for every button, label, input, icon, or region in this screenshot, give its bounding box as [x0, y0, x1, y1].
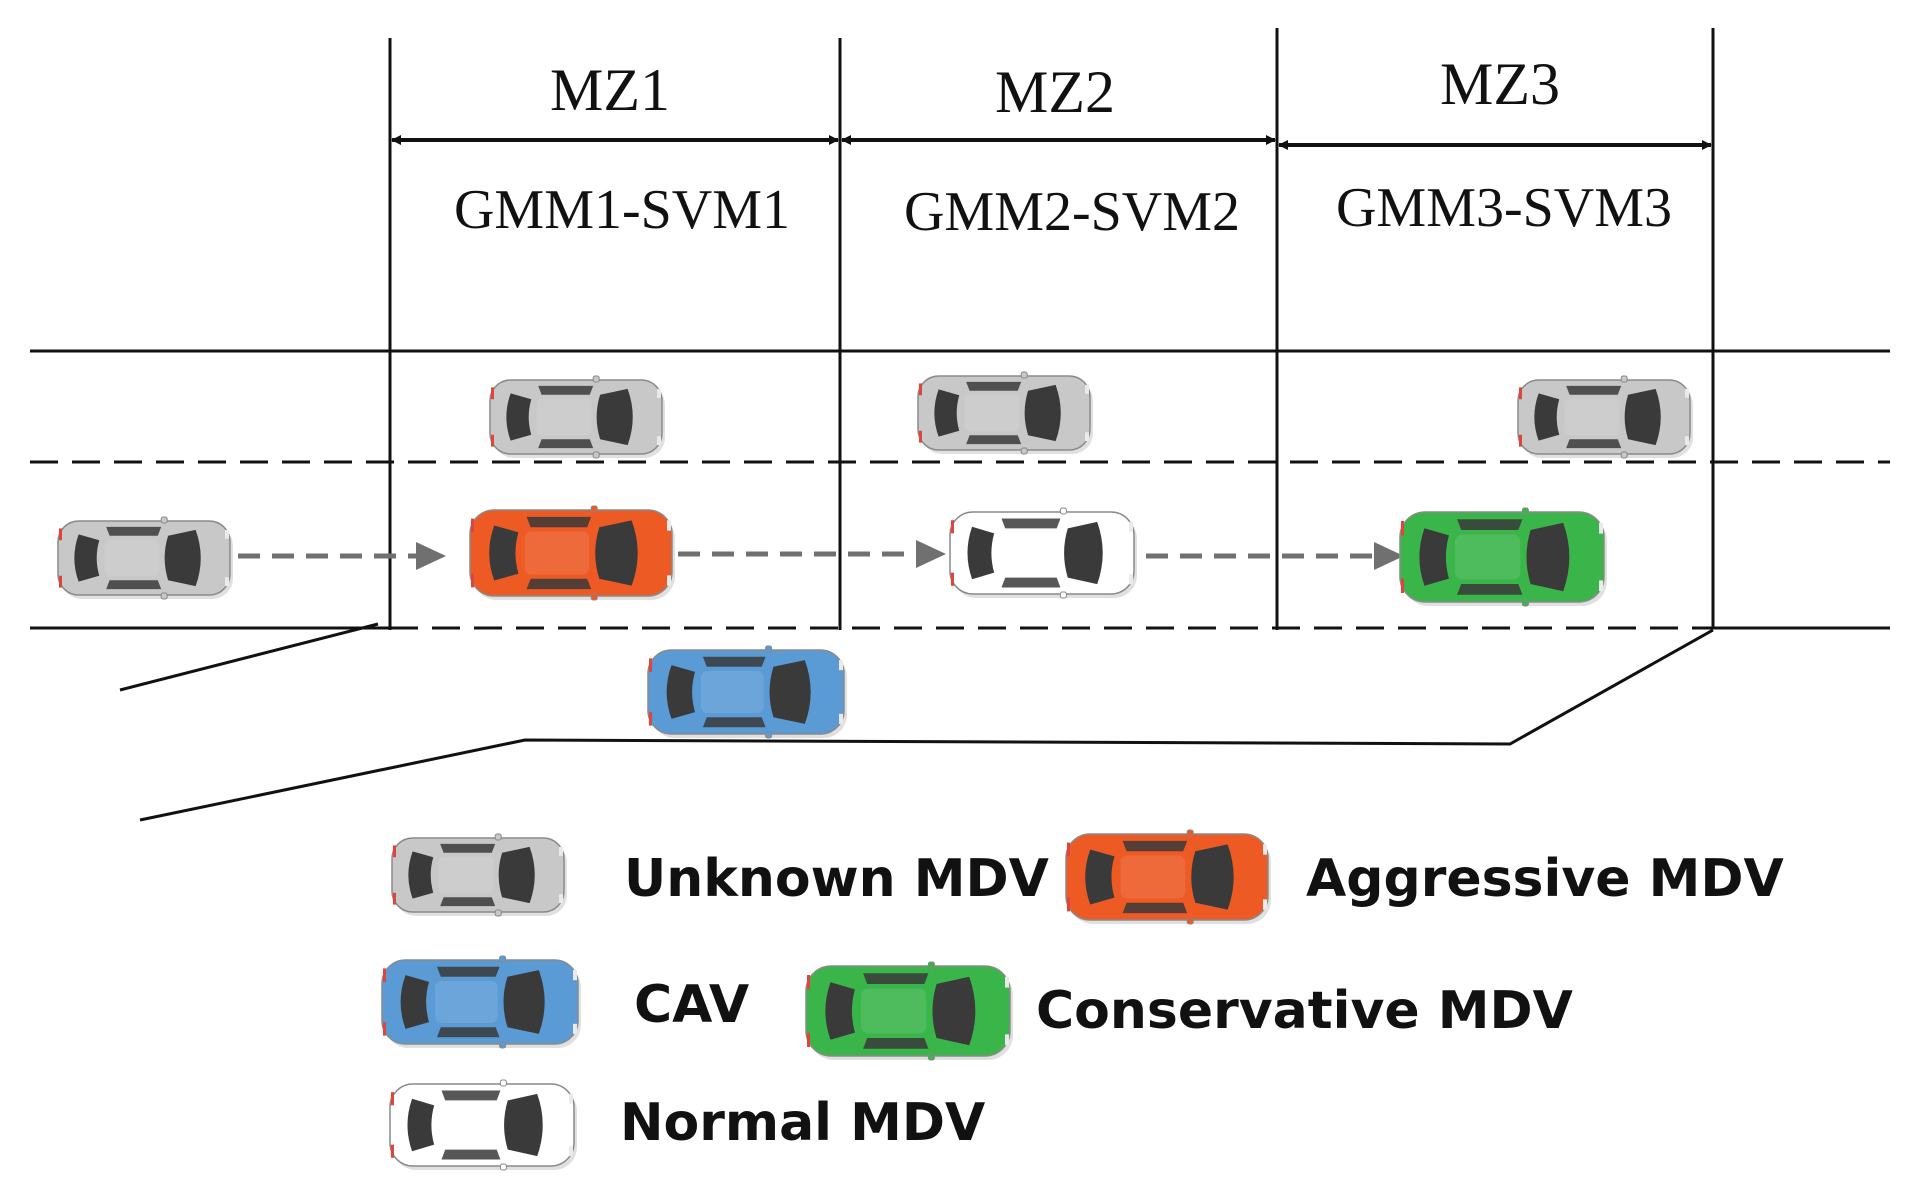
legend-label-unknown-mdv: Unknown MDV: [624, 849, 1049, 909]
legend: Unknown MDV Aggressive MDV CAV Conservat…: [381, 829, 1784, 1171]
model-label-gmm3-svm3: GMM3-SVM3: [1336, 177, 1672, 239]
model-label-gmm1-svm1: GMM1-SVM1: [454, 179, 790, 241]
legend-label-aggressive-mdv: Aggressive MDV: [1306, 849, 1784, 909]
legend-normal-mdv-icon: [389, 1079, 577, 1171]
trajectory-arrowhead-1: [416, 542, 446, 570]
zone-headers: MZ1 MZ2 MZ3 GMM1-SVM1 GMM2-SVM2 GMM3-SVM…: [391, 51, 1712, 243]
ramp-upper-edge: [119, 622, 379, 692]
trajectory-arrowheads: [416, 540, 1404, 570]
unknown-mdv-car: [1517, 375, 1693, 459]
zone-label-mz1: MZ1: [550, 57, 670, 123]
unknown-mdv-car: [489, 375, 665, 459]
trajectory-arrows: [238, 551, 1376, 559]
legend-conservative-mdv-icon: [805, 961, 1013, 1061]
legend-label-conservative-mdv: Conservative MDV: [1036, 981, 1573, 1041]
aggressive-mdv-car: [469, 505, 675, 601]
trajectory-arrowhead-2: [916, 540, 946, 568]
road-cars: [57, 371, 1693, 739]
trajectory-arrowhead-3: [1374, 542, 1404, 570]
legend-label-normal-mdv: Normal MDV: [620, 1093, 985, 1153]
model-label-gmm2-svm2: GMM2-SVM2: [904, 181, 1240, 243]
unknown-mdv-car: [57, 516, 233, 600]
normal-mdv-car: [949, 507, 1137, 599]
unknown-mdv-car: [917, 371, 1093, 455]
legend-unknown-mdv-icon: [391, 833, 567, 917]
ramp-lower-edge: [139, 628, 1714, 822]
cav-car: [647, 645, 847, 739]
conservative-mdv-car: [1399, 507, 1607, 607]
legend-label-cav: CAV: [634, 975, 749, 1035]
zone-label-mz3: MZ3: [1440, 51, 1560, 117]
legend-cav-icon: [381, 955, 581, 1049]
legend-aggressive-mdv-icon: [1065, 829, 1271, 925]
road-lines: [30, 28, 1890, 822]
zone-label-mz2: MZ2: [995, 59, 1115, 125]
